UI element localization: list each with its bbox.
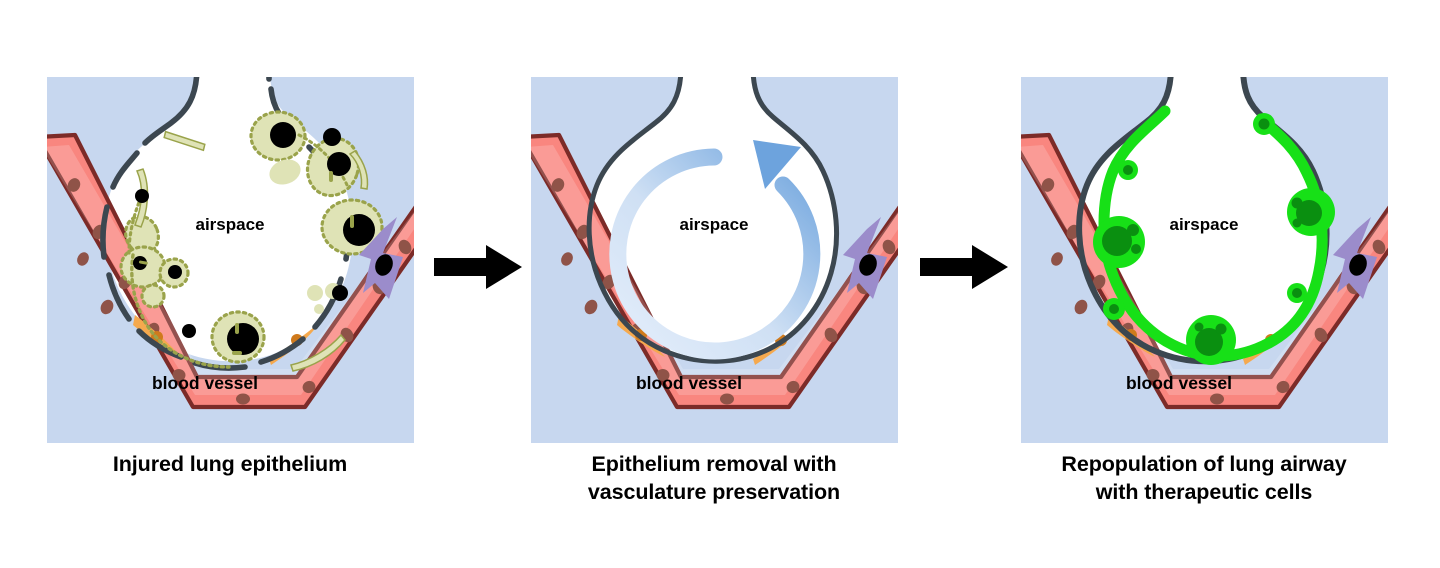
caption-line: vasculature preservation: [587, 480, 841, 505]
caption-line: Injured lung epithelium: [112, 452, 348, 476]
caption-panel-3: Repopulation of lung airway with therape…: [1004, 450, 1404, 507]
therapeutic-epithelium-layer: [1093, 105, 1335, 365]
caption-line: Epithelium removal with: [591, 452, 837, 476]
blood-vessel-label: blood vessel: [636, 373, 742, 393]
therapeutic-cell-nuclei: [1102, 118, 1322, 356]
blood-vessel-label: blood vessel: [1126, 373, 1232, 393]
panel-repopulation-therapeutic-cells: airspace blood vessel: [1021, 77, 1388, 443]
arrow-panel2-to-panel3: [920, 245, 1008, 294]
fibroblast-cell: [359, 217, 403, 299]
fibroblast-cell: [1333, 217, 1377, 299]
circular-recycle-arrow-icon: [609, 140, 821, 360]
damaged-epithelial-cells: [119, 110, 384, 372]
arrow-panel1-to-panel2: [434, 245, 522, 294]
panel-epithelium-removal: airspace blood vessel: [531, 77, 898, 443]
caption-panel-1: Injured lung epithelium: [30, 450, 430, 478]
airspace-label: airspace: [196, 215, 265, 234]
blood-vessel-label: blood vessel: [152, 373, 258, 393]
fibroblast-cell: [843, 217, 887, 299]
airspace-label: airspace: [1170, 215, 1239, 234]
caption-line: Repopulation of lung airway: [1061, 452, 1347, 476]
panel-injured-lung-epithelium: airspace blood vessel: [47, 77, 414, 443]
blood-vessel-group: [531, 132, 898, 410]
basement-membrane: [586, 77, 840, 364]
blood-vessel-group: [1021, 132, 1388, 410]
caption-panel-2: Epithelium removal with vasculature pres…: [514, 450, 914, 507]
caption-line: with therapeutic cells: [1095, 480, 1313, 505]
airspace-lumen: [1079, 77, 1327, 362]
airspace-label: airspace: [680, 215, 749, 234]
